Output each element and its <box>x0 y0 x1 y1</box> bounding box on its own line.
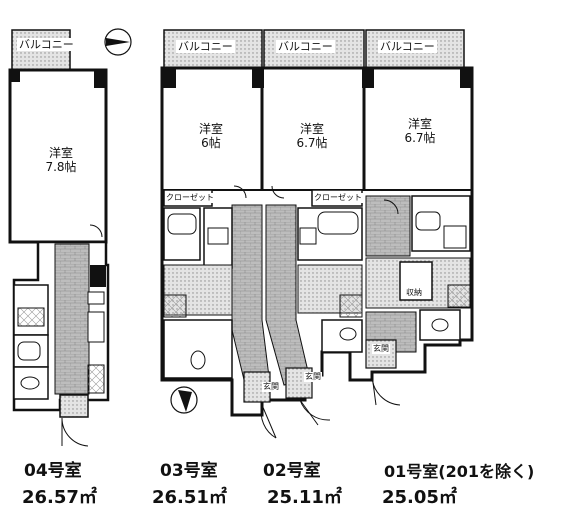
room-size-01: 6.7帖 <box>404 131 436 145</box>
room-label-03: 洋室 6帖 <box>186 122 236 150</box>
closet-label-02: クローゼット <box>313 193 363 203</box>
unit-area-03: 26.51㎡ <box>152 487 227 508</box>
north-arrow-bottom-icon <box>170 386 198 414</box>
unit-area-04: 26.57㎡ <box>22 487 97 508</box>
unit-number-01: 01号室(201を除く) <box>384 462 535 481</box>
balcony-label-03: バルコニー <box>176 40 235 53</box>
room-size-04: 7.8帖 <box>45 160 77 174</box>
entrance-label-01: 玄関 <box>372 344 390 354</box>
room-size-03: 6帖 <box>201 136 221 150</box>
closet-label-03: クローゼット <box>165 193 215 203</box>
room-name-02: 洋室 <box>299 122 324 136</box>
unit-area-02: 25.11㎡ <box>267 487 342 508</box>
unit-area-01: 25.05㎡ <box>382 487 457 508</box>
storage-label-01: 収納 <box>405 288 423 298</box>
unit-number-03: 03号室 <box>160 461 218 481</box>
corridor-01 <box>365 195 411 257</box>
room-label-02: 洋室 6.7帖 <box>287 122 337 150</box>
balcony-label-04: バルコニー <box>17 38 76 51</box>
units-01-03-plan <box>160 29 474 439</box>
corridor-04 <box>54 243 90 395</box>
room-label-01: 洋室 6.7帖 <box>395 117 445 145</box>
unit-number-04: 04号室 <box>24 461 82 481</box>
north-arrow-icon <box>104 28 132 56</box>
room-label-04: 洋室 7.8帖 <box>36 146 86 174</box>
unit-number-02: 02号室 <box>263 461 321 481</box>
room-name-01: 洋室 <box>407 117 432 131</box>
room-name-03: 洋室 <box>198 122 223 136</box>
room-size-02: 6.7帖 <box>296 136 328 150</box>
balcony-label-01: バルコニー <box>378 40 437 53</box>
room-name-04: 洋室 <box>48 146 73 160</box>
entrance-label-02: 玄関 <box>304 372 322 382</box>
unit-04-plan <box>8 29 110 447</box>
entrance-label-03: 玄関 <box>262 382 280 392</box>
balcony-label-02: バルコニー <box>276 40 335 53</box>
